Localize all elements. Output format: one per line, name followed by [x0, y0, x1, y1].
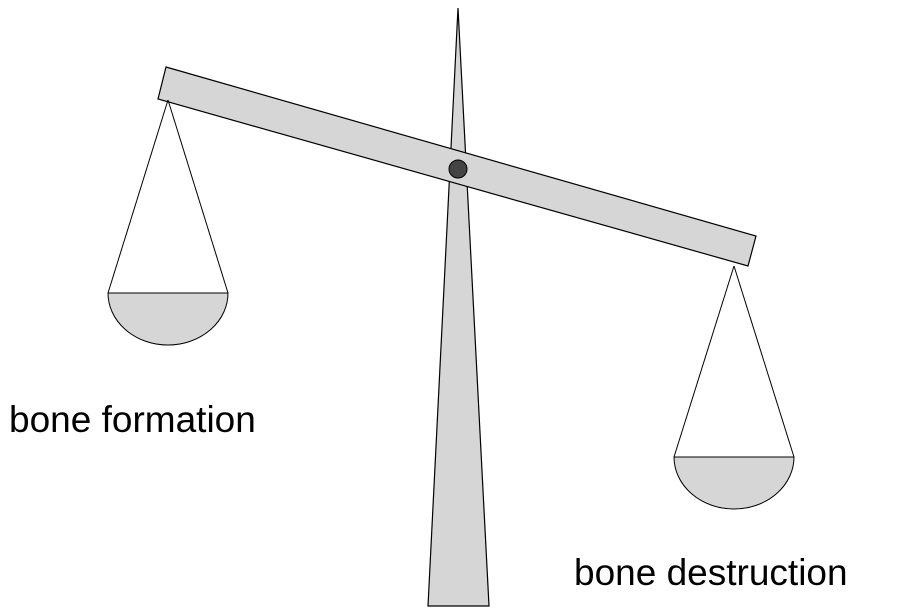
bone-formation-label: bone formation — [9, 399, 256, 440]
left-pan — [108, 293, 228, 345]
right-pan — [674, 457, 794, 509]
left-pan-strings — [108, 100, 228, 293]
scale-post — [428, 8, 489, 606]
right-pan-strings — [674, 266, 794, 457]
beam-pivot — [449, 160, 467, 178]
bone-destruction-label: bone destruction — [574, 552, 848, 593]
